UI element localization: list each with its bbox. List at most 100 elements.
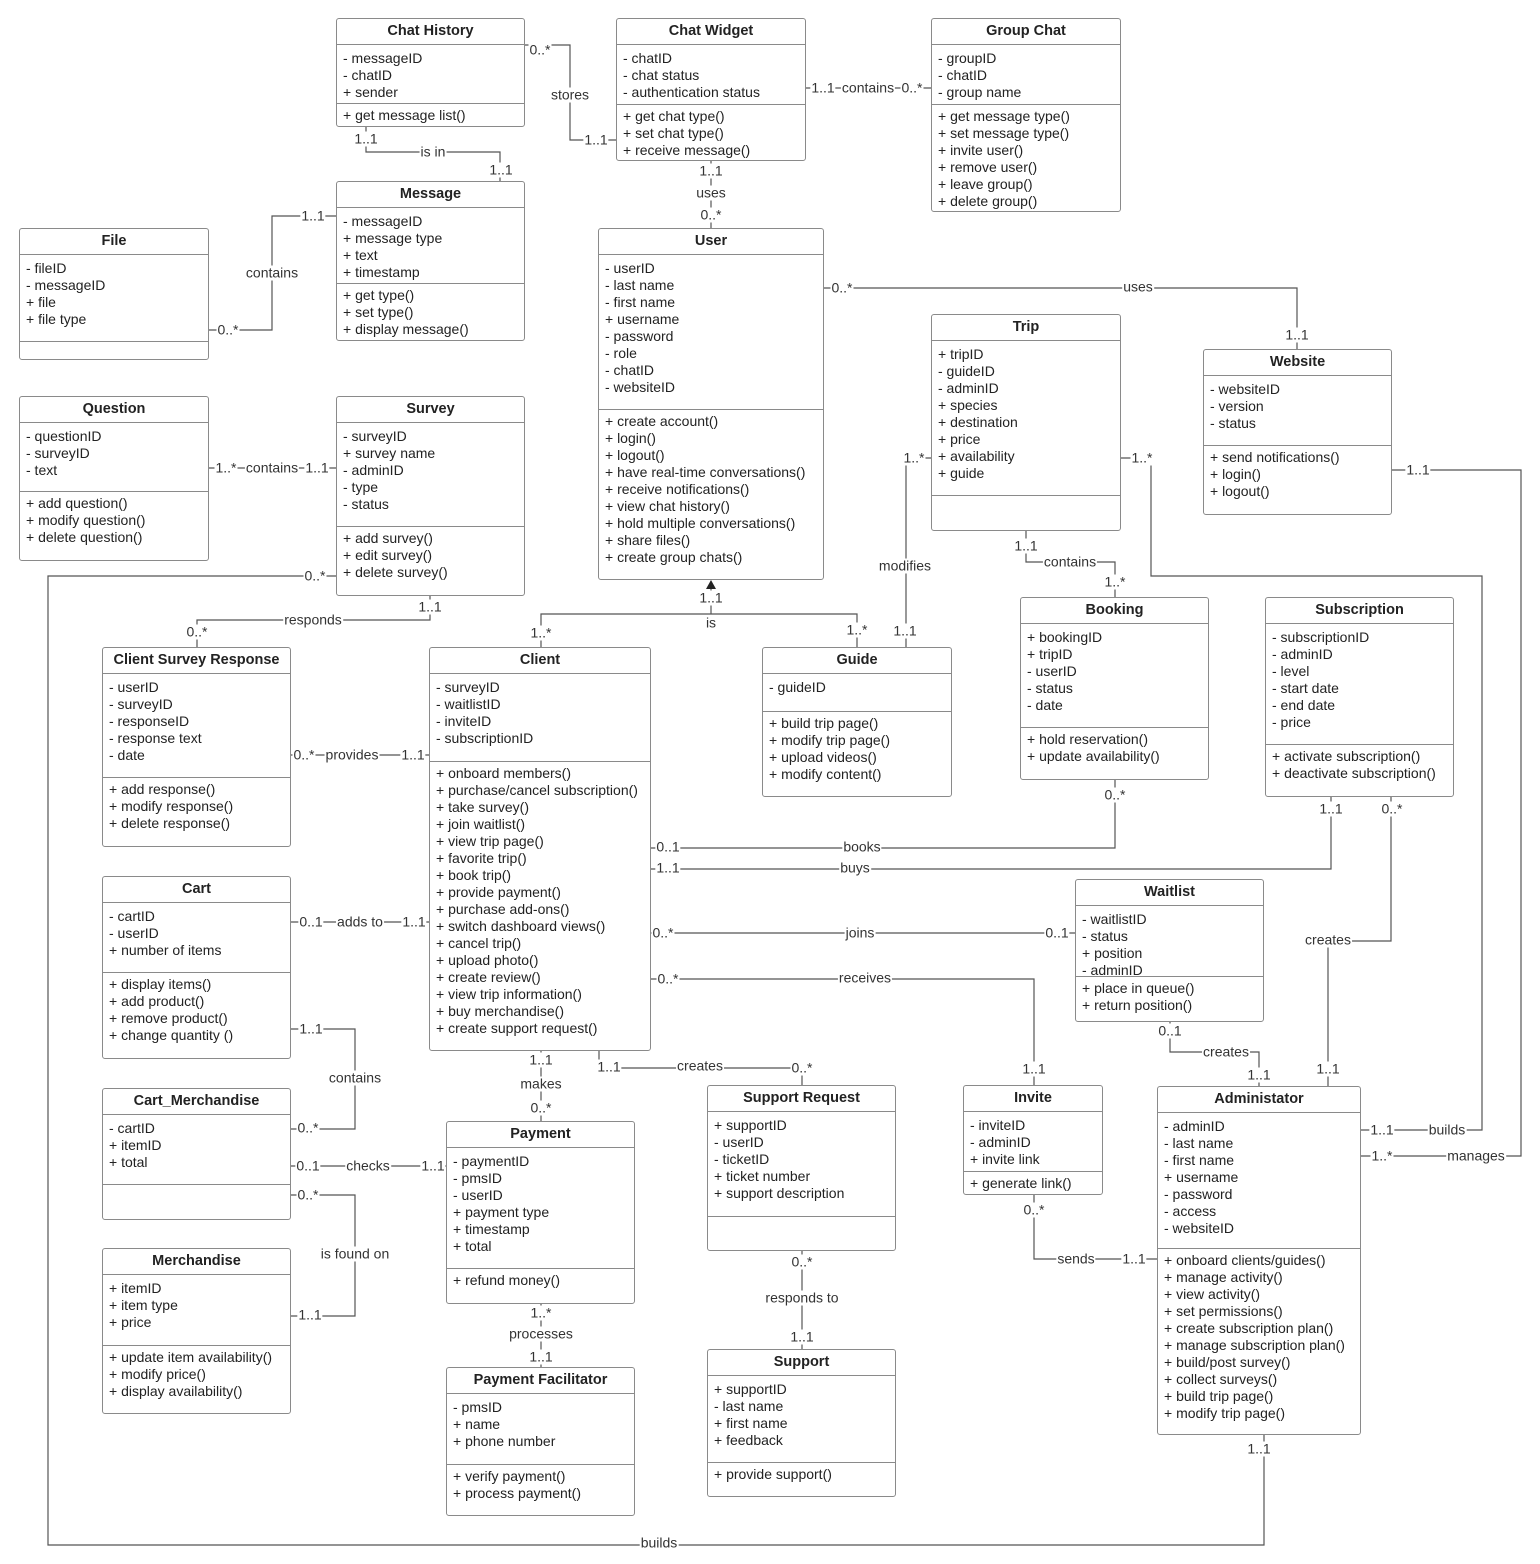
class-name: Merchandise <box>103 1249 290 1275</box>
attribute: + tripID <box>938 346 984 362</box>
attribute: - userID <box>109 679 159 695</box>
attribute: + invite link <box>970 1151 1040 1167</box>
class-booking[interactable]: Booking+ bookingID+ tripID- userID- stat… <box>1020 597 1209 780</box>
attributes-section: + itemID+ item type+ price <box>103 1275 290 1346</box>
method: + update availability() <box>1027 748 1160 764</box>
multiplicity-label: 0..* <box>216 321 240 338</box>
multiplicity-label: 1..1 <box>655 859 681 876</box>
method: + build trip page() <box>1164 1388 1274 1404</box>
attributes-section: - fileID- messageID+ file+ file type <box>20 255 208 342</box>
class-waitlist[interactable]: Waitlist- waitlistID- status+ position- … <box>1075 879 1264 1022</box>
attribute: - messageID <box>343 213 423 229</box>
class-client[interactable]: Client- surveyID- waitlistID- inviteID- … <box>429 647 651 1051</box>
class-website[interactable]: Website- websiteID- version- status+ sen… <box>1203 349 1392 515</box>
multiplicity-label: 1..1 <box>1246 1440 1272 1457</box>
class-client-survey-response[interactable]: Client Survey Response- userID- surveyID… <box>102 647 291 847</box>
association-label: sends <box>1056 1250 1096 1267</box>
class-survey[interactable]: Survey- surveyID+ survey name- adminID- … <box>336 396 525 596</box>
association-label: uses <box>695 184 727 201</box>
multiplicity-label: 1..1 <box>596 1058 622 1075</box>
class-guide[interactable]: Guide- guideID+ build trip page()+ modif… <box>762 647 952 797</box>
attribute: + total <box>453 1238 492 1254</box>
attribute: - status <box>1082 928 1128 944</box>
class-support[interactable]: Support+ supportID- last name+ first nam… <box>707 1349 896 1497</box>
class-invite[interactable]: Invite- inviteID- adminID+ invite link+ … <box>963 1085 1103 1195</box>
class-trip[interactable]: Trip+ tripID- guideID- adminID+ species+… <box>931 314 1121 531</box>
attribute: - surveyID <box>343 428 407 444</box>
multiplicity-label: 1..1 <box>300 207 326 224</box>
class-question[interactable]: Question- questionID- surveyID- text+ ad… <box>19 396 209 561</box>
association-label: responds to <box>764 1289 840 1306</box>
attributes-section: + supportID- last name+ first name+ feed… <box>708 1376 895 1463</box>
association-label: books <box>842 838 882 855</box>
methods-section: + send notifications()+ login()+ logout(… <box>1204 446 1391 514</box>
class-group-chat[interactable]: Group Chat- groupID- chatID- group name+… <box>931 18 1121 212</box>
attribute: - adminID <box>1164 1118 1225 1134</box>
class-cart-merchandise[interactable]: Cart_Merchandise- cartID+ itemID+ total <box>102 1088 291 1220</box>
attribute: - userID <box>1027 663 1077 679</box>
attribute: - adminID <box>1272 646 1333 662</box>
multiplicity-label: 0..* <box>699 206 723 223</box>
attribute: - role <box>605 345 637 361</box>
class-chat-history[interactable]: Chat History- messageID- chatID+ sender+… <box>336 18 525 127</box>
class-name: Administator <box>1158 1087 1360 1113</box>
multiplicity-label: 0..1 <box>298 913 324 930</box>
attribute: + username <box>605 311 680 327</box>
multiplicity-label: 1..1 <box>698 162 724 179</box>
method: + hold reservation() <box>1027 731 1149 747</box>
attribute: - end date <box>1272 697 1336 713</box>
multiplicity-label: 0..* <box>1022 1201 1046 1218</box>
attribute: + item type <box>109 1297 178 1313</box>
attribute: + number of items <box>109 942 222 958</box>
class-subscription[interactable]: Subscription- subscriptionID- adminID- l… <box>1265 597 1454 797</box>
multiplicity-label: 1..1 <box>1284 326 1310 343</box>
association-label: provides <box>324 746 380 763</box>
attribute: - chatID <box>605 362 655 378</box>
attribute: + price <box>109 1314 152 1330</box>
methods-section <box>708 1217 895 1250</box>
class-payment[interactable]: Payment- paymentID- pmsID- userID+ payme… <box>446 1121 635 1304</box>
class-merchandise[interactable]: Merchandise+ itemID+ item type+ price+ u… <box>102 1248 291 1414</box>
attribute: - authentication status <box>623 84 760 100</box>
method: + change quantity () <box>109 1027 234 1043</box>
attribute: - questionID <box>26 428 102 444</box>
method: + leave group() <box>938 176 1033 192</box>
class-file[interactable]: File- fileID- messageID+ file+ file type <box>19 228 209 360</box>
attribute: - paymentID <box>453 1153 530 1169</box>
attributes-section: - websiteID- version- status <box>1204 376 1391 446</box>
method: + invite user() <box>938 142 1024 158</box>
class-message[interactable]: Message- messageID+ message type+ text+ … <box>336 181 525 341</box>
association-line <box>1033 1195 1157 1260</box>
attribute: - cartID <box>109 908 155 924</box>
method: + upload photo() <box>436 952 539 968</box>
class-support-request[interactable]: Support Request+ supportID- userID- tick… <box>707 1085 896 1251</box>
attribute: + message type <box>343 230 443 246</box>
method: + have real-time conversations() <box>605 464 806 480</box>
multiplicity-label: 1..* <box>1103 573 1127 590</box>
association-label: checks <box>345 1157 391 1174</box>
class-cart[interactable]: Cart- cartID- userID+ number of items+ d… <box>102 876 291 1059</box>
attribute: - messageID <box>343 50 423 66</box>
method: + take survey() <box>436 799 529 815</box>
class-name: Cart <box>103 877 290 903</box>
class-chat-widget[interactable]: Chat Widget- chatID- chat status- authen… <box>616 18 806 161</box>
multiplicity-label: 1..1 <box>1369 1121 1395 1138</box>
class-payment-facilitator[interactable]: Payment Facilitator- pmsID+ name+ phone … <box>446 1367 635 1516</box>
attributes-section: - cartID+ itemID+ total <box>103 1115 290 1185</box>
association-label: adds to <box>336 913 384 930</box>
methods-section: + onboard members()+ purchase/cancel sub… <box>430 762 650 1050</box>
attribute: - adminID <box>938 380 999 396</box>
attribute: - date <box>109 747 145 763</box>
attribute: - websiteID <box>1164 1220 1235 1236</box>
attribute: + destination <box>938 414 1018 430</box>
multiplicity-label: 0..* <box>790 1059 814 1076</box>
class-name: Survey <box>337 397 524 423</box>
method: + view activity() <box>1164 1286 1261 1302</box>
multiplicity-label: 0..* <box>296 1119 320 1136</box>
class-user[interactable]: User- userID- last name- first name+ use… <box>598 228 824 580</box>
attribute: + text <box>343 247 378 263</box>
class-administator[interactable]: Administator- adminID- last name- first … <box>1157 1086 1361 1435</box>
attribute: - level <box>1272 663 1310 679</box>
attribute: - last name <box>605 277 675 293</box>
multiplicity-label: 1..1 <box>304 459 330 476</box>
